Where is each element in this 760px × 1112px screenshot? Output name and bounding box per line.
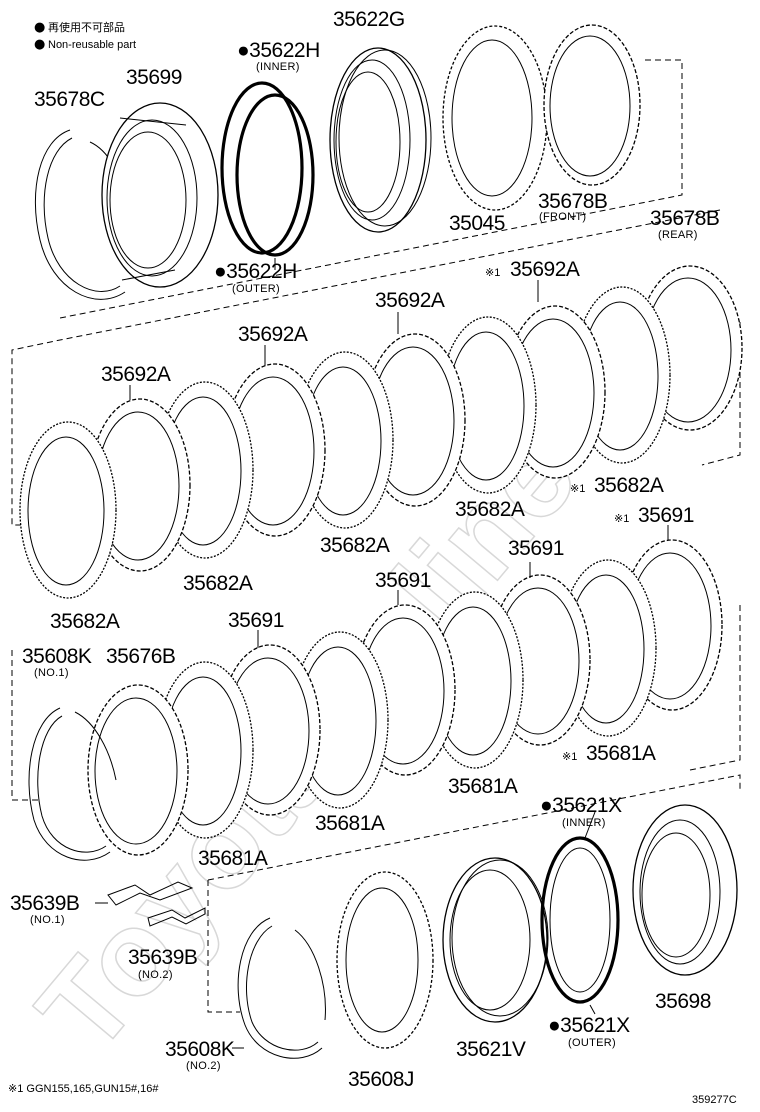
part-drum-35621V	[442, 857, 549, 1023]
label-35682A-b: 35682A	[320, 534, 390, 557]
label-35622G: 35622G	[333, 8, 405, 31]
sublabel-35621X-inner: (INNER)	[562, 817, 606, 829]
legend-marker: ●	[34, 20, 45, 35]
label-35621X-inner: ●35621X	[540, 794, 622, 817]
sublabel-35639B-1: (NO.1)	[30, 914, 65, 926]
part-spring-35639B-2	[147, 907, 206, 927]
label-35692A-b: 35692A	[238, 323, 308, 346]
sublabel-35621X-outer: (OUTER)	[568, 1037, 616, 1049]
sublabel-35639B-2: (NO.2)	[138, 969, 173, 981]
label-35639B-1: 35639B	[10, 892, 79, 915]
label-35682A-c: 35682A	[183, 572, 253, 595]
label-35681A-a: 35681A	[448, 775, 518, 798]
label-35622H-outer: ●35622H	[214, 260, 297, 283]
label-35608K-2: 35608K	[165, 1038, 235, 1061]
label-35691-a: 35691	[508, 537, 564, 560]
label-35691-b: 35691	[375, 569, 431, 592]
part-plate-35678B-front	[543, 24, 641, 186]
label-35692A-a: 35692A	[375, 289, 445, 312]
label-35692A-n1: 35692A	[510, 258, 580, 281]
leader-lines	[95, 258, 669, 1049]
label-35682A-d: 35682A	[50, 610, 120, 633]
sublabel-35678B-front: (FRONT)	[539, 211, 586, 223]
label-35691-c: 35691	[228, 609, 284, 632]
group-outline-4	[11, 650, 40, 801]
part-hub-35608J	[336, 871, 434, 1049]
part-piston-35699	[101, 102, 219, 288]
group-outline-5	[689, 605, 741, 771]
sublabel-35678B-rear: (REAR)	[658, 229, 698, 241]
note-35692A-n1: ※1	[485, 267, 500, 279]
label-35678C: 35678C	[34, 88, 105, 111]
label-35678B-front: 35678B	[538, 190, 607, 213]
note-35681A-n1: ※1	[562, 751, 577, 763]
part-labels: 35678C 35699 ●35622H (INNER) 35622G ●356…	[10, 8, 720, 1091]
part-spring-35639B-1	[107, 881, 194, 906]
label-35692A-c: 35692A	[101, 363, 171, 386]
legend-jp: 再使用不可部品	[48, 20, 125, 34]
sublabel-35608K-1: (NO.1)	[34, 667, 69, 679]
part-piston-35698	[632, 804, 738, 976]
label-35621V: 35621V	[456, 1038, 526, 1061]
part-snap-ring-35608K-1	[28, 707, 117, 861]
part-clutch-drum-35622G	[329, 47, 432, 233]
part-snap-ring-35608K-2	[237, 917, 326, 1059]
label-35639B-2: 35639B	[128, 946, 197, 969]
label-35608K-1: 35608K	[22, 645, 92, 668]
label-35681A-c: 35681A	[198, 847, 268, 870]
part-o-ring-35621X	[540, 836, 620, 1004]
label-35698: 35698	[655, 990, 711, 1013]
label-35682A-a: 35682A	[455, 498, 525, 521]
note-35682A-n1: ※1	[570, 483, 585, 495]
label-35676B: 35676B	[106, 645, 175, 668]
sublabel-35622H-inner: (INNER)	[256, 61, 300, 73]
diagram-code: 359277C	[692, 1094, 737, 1106]
legend-marker-2: ●	[34, 37, 45, 52]
group-outline-6	[207, 774, 741, 881]
group-outline-1	[59, 59, 683, 319]
label-35682A-n1: 35682A	[594, 474, 664, 497]
part-hub-35045	[442, 25, 548, 211]
part-disc-35682A-d	[19, 421, 117, 599]
label-35681A-n1: 35681A	[586, 742, 656, 765]
legend-en: Non-reusable part	[48, 39, 136, 51]
label-35045: 35045	[449, 212, 505, 235]
label-35678B-rear: 35678B	[650, 207, 719, 230]
sublabel-35622H-outer: (OUTER)	[232, 283, 280, 295]
group-outline-7	[207, 880, 240, 1013]
footnote: ※1 GGN155,165,GUN15#,16#	[8, 1083, 159, 1095]
label-35681A-b: 35681A	[315, 812, 385, 835]
label-35699: 35699	[126, 66, 182, 89]
sublabel-35608K-2: (NO.2)	[186, 1060, 221, 1072]
part-disc-35681A-a	[426, 591, 524, 769]
label-35621X-outer: ●35621X	[548, 1014, 630, 1037]
group-outline-3	[701, 319, 741, 466]
label-35691-n1: 35691	[638, 504, 694, 527]
part-plate-35676B	[87, 684, 189, 856]
legend: ● 再使用不可部品 ● Non-reusable part	[34, 20, 136, 52]
label-35622H-inner: ●35622H	[237, 39, 320, 62]
label-35608J: 35608J	[348, 1068, 414, 1091]
note-35691-n1: ※1	[614, 513, 629, 525]
part-o-ring-35622H	[220, 81, 315, 257]
